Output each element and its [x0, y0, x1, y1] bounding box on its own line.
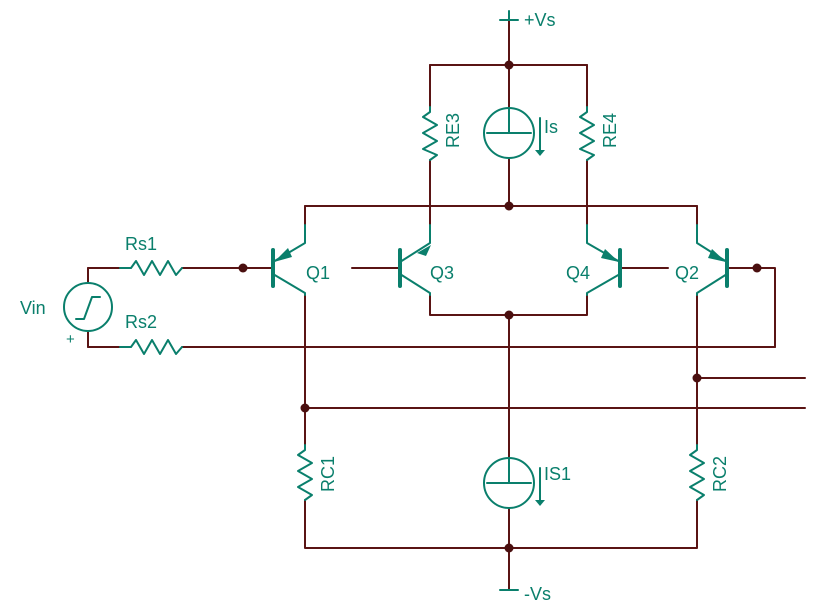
- q2-label: Q2: [675, 263, 699, 283]
- q4-label: Q4: [566, 263, 590, 283]
- q3-label: Q3: [430, 263, 454, 283]
- vin-polarity-label: +: [66, 331, 75, 348]
- rs1-label: Rs1: [125, 234, 157, 254]
- current-source-is: Is: [483, 107, 558, 159]
- junction-dot: [504, 60, 514, 70]
- resistor-re3: RE3: [422, 106, 463, 161]
- voltage-source-vin: Vin +: [20, 282, 113, 348]
- junction-dot: [300, 403, 310, 413]
- resistor-rc1: RC1: [297, 444, 338, 501]
- vneg-terminal: -Vs: [499, 584, 551, 604]
- junction-dot: [752, 263, 762, 273]
- current-source-is1: IS1: [483, 457, 571, 509]
- resistor-rc2: RC2: [689, 444, 730, 501]
- resistor-re4: RE4: [579, 106, 620, 161]
- resistor-rs1: Rs1: [119, 234, 183, 276]
- transistor-q3: Q3: [398, 224, 454, 296]
- junction-dot: [504, 310, 514, 320]
- rc2-label: RC2: [710, 456, 730, 492]
- wires: [87, 19, 806, 591]
- transistor-q4: Q4: [566, 224, 622, 296]
- junction-dot: [238, 263, 248, 273]
- transistor-q1: Q1: [271, 224, 330, 296]
- q1-label: Q1: [306, 263, 330, 283]
- resistor-rs2: Rs2: [119, 312, 183, 355]
- junction-dot: [692, 373, 702, 383]
- is1-label: IS1: [544, 464, 571, 484]
- rs2-label: Rs2: [125, 312, 157, 332]
- transistor-q2: Q2: [675, 224, 729, 296]
- vpos-terminal: +Vs: [499, 10, 556, 30]
- is-label: Is: [544, 117, 558, 137]
- re3-label: RE3: [443, 113, 463, 148]
- junction-dot: [504, 543, 514, 553]
- junction-dot: [504, 201, 514, 211]
- vin-label: Vin: [20, 298, 46, 318]
- rc1-label: RC1: [318, 456, 338, 492]
- junctions: [238, 60, 762, 553]
- re4-label: RE4: [600, 113, 620, 148]
- vneg-label: -Vs: [524, 584, 551, 604]
- vpos-label: +Vs: [524, 10, 556, 30]
